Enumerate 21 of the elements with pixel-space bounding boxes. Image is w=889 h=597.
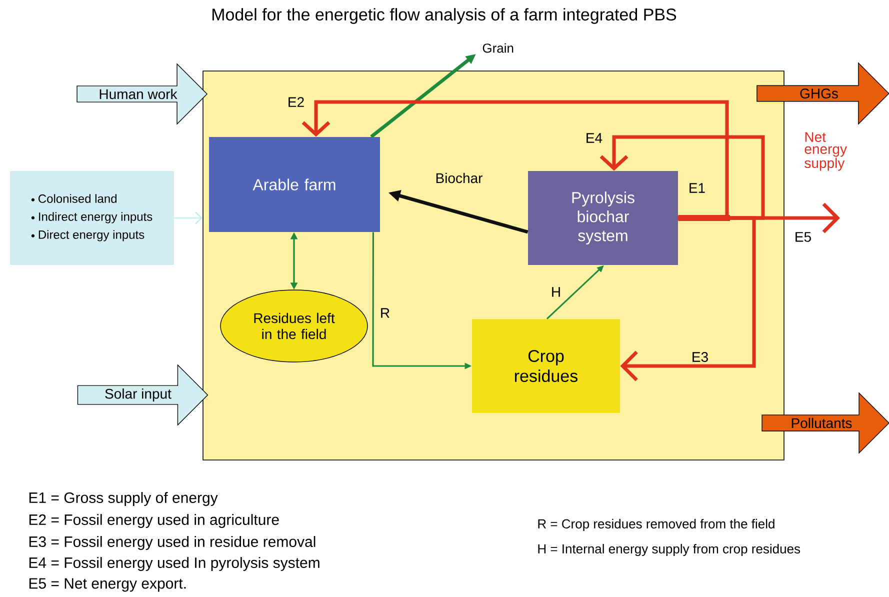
edge-label: H [552, 287, 560, 297]
process-box: Arable farm [209, 137, 380, 232]
legend-line: E2 = Fossil energy used in agriculture [29, 514, 279, 528]
edge-label: Biochar [436, 172, 482, 184]
output-label: Grain [482, 43, 514, 53]
edge-label: E4 [586, 133, 602, 143]
edge-label: E5 [796, 232, 811, 242]
legend-line: R = Crop residues removed from the field [538, 518, 774, 532]
legend-line: E4 = Fossil energy used In pyrolysis system [29, 557, 320, 571]
edge-label: E2 [288, 97, 304, 107]
legend-line: H = Internal energy supply from crop residues [538, 544, 800, 556]
edge-label: R [381, 308, 390, 318]
input-list-box: Colonised land Indirect energy inputs Direct energy inputs [10, 171, 174, 265]
legend-line: E1 = Gross supply of energy [29, 492, 218, 506]
process-box: Crop residues [472, 319, 620, 413]
legend-line: E3 = Fossil energy used in residue removal [29, 536, 316, 550]
legend-line: E5 = Net energy export. [29, 578, 186, 592]
edge-label: E3 [692, 352, 708, 362]
process-box: Pyrolysis biochar system [528, 171, 678, 265]
title: Model for the energetic flow analysis of a farm integrated PBS [212, 8, 676, 24]
arrow [174, 211, 203, 225]
